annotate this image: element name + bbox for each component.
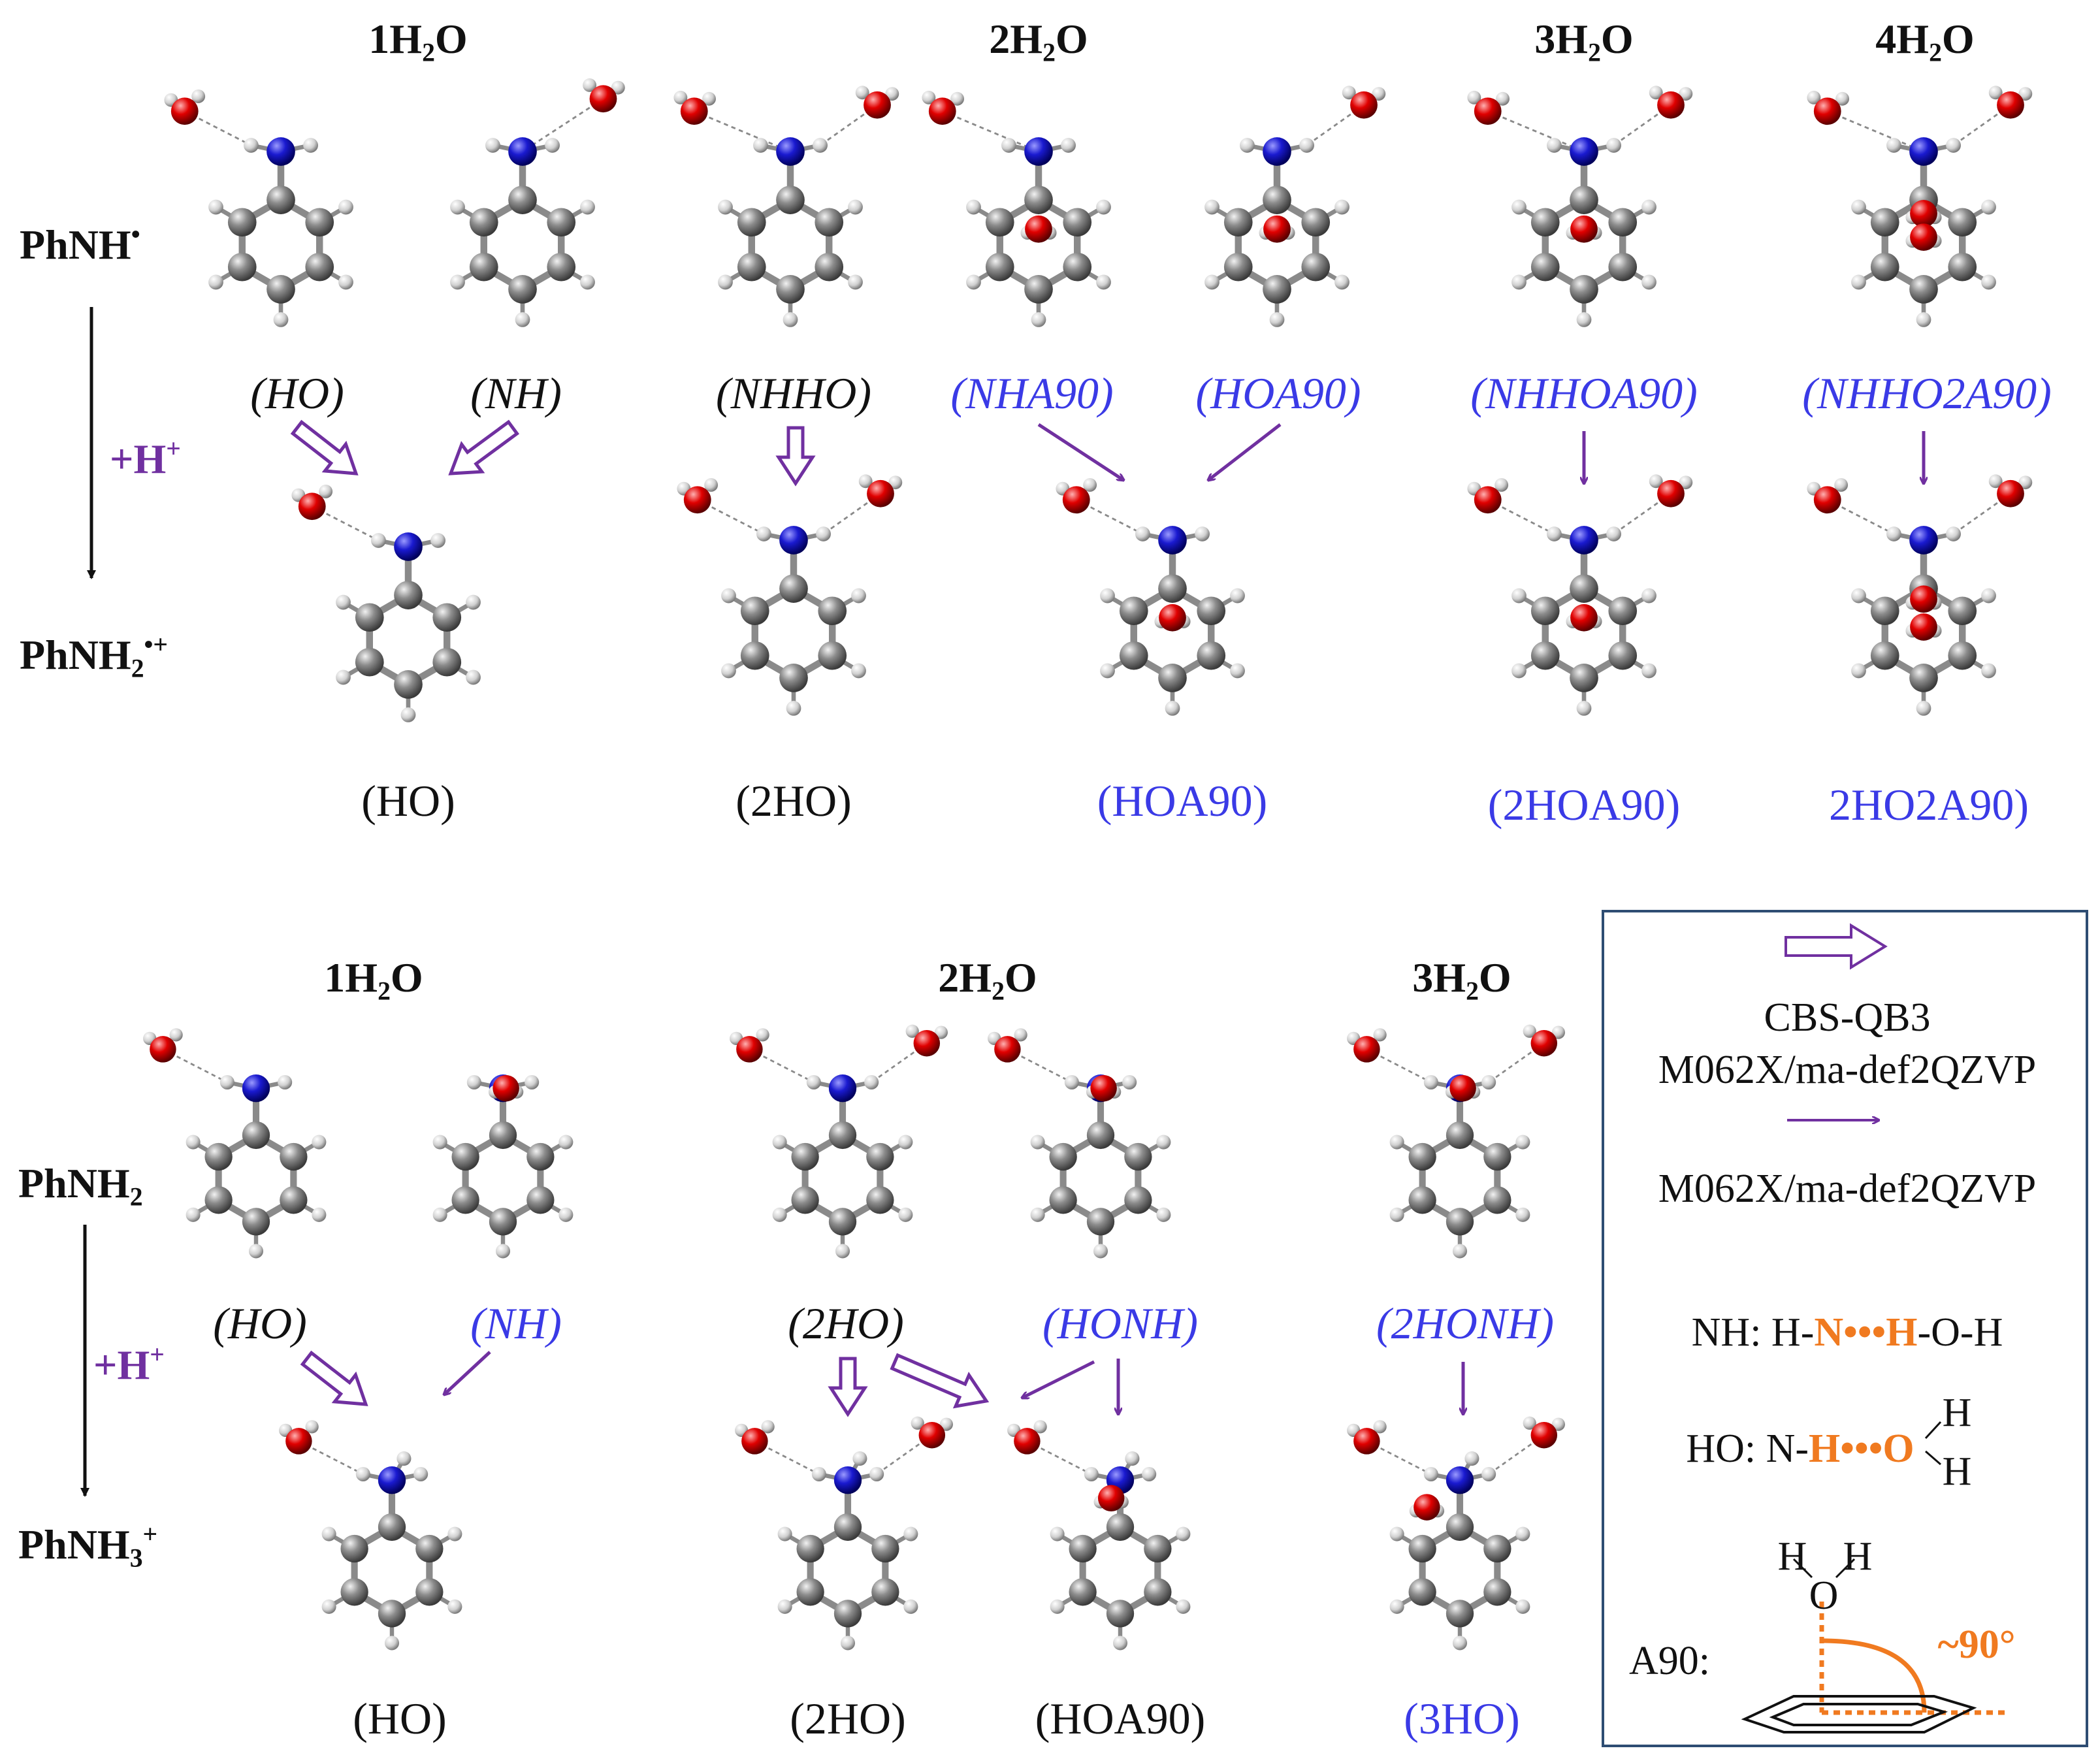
mol-top-product-hoa90 (1056, 478, 1245, 716)
top-proton-label: +H+ (110, 434, 181, 482)
top-label-ho: (HO) (250, 368, 344, 418)
mol-top-2h2o-nhho (673, 86, 899, 327)
legend-method-cbs: CBS-QB3 (1764, 995, 1931, 1040)
top-label-nh: (NH) (470, 368, 562, 418)
top-result-hoa90: (HOA90) (1097, 776, 1268, 826)
bottom-header-1h2o: 1H2O (324, 954, 423, 1006)
bottom-proton-label: +H+ (93, 1340, 165, 1388)
legend-box: CBS-QB3 M062X/ma-def2QZVP M062X/ma-def2Q… (1602, 910, 2088, 1747)
mol-top-product-ho (291, 485, 481, 722)
legend-nh-definition: NH: H-N•••H-O-H (1691, 1310, 2003, 1355)
mol-bottom-product-ho (279, 1420, 462, 1651)
top-result-2ho: (2HO) (735, 776, 852, 826)
mol-top-4h2o-nhho2a90 (1807, 86, 2033, 327)
bottom-label-ho: (HO) (213, 1298, 307, 1348)
top-header-2h2o: 2H2O (989, 16, 1088, 67)
legend-graphics (1741, 923, 2009, 1733)
mol-top-product-2hoa90 (1467, 474, 1693, 716)
arrow-top-ho-to-product (290, 419, 359, 476)
bottom-result-hoa90: (HOA90) (1035, 1694, 1206, 1743)
arrow-top-nha90-to-product (1037, 423, 1123, 480)
top-result-2ho2a90: 2HO2A90) (1829, 780, 2029, 830)
mol-top-2h2o-hoa90 (1204, 86, 1386, 327)
mol-top-3h2o-nhhoa90 (1467, 86, 1693, 327)
legend-method-m062x-hollow: M062X/ma-def2QZVP (1658, 1048, 2037, 1092)
top-result-ho: (HO) (361, 776, 455, 826)
legend-a90-label: A90: (1629, 1639, 1710, 1683)
top-label-nha90: (NHA90) (950, 368, 1114, 418)
top-header-3h2o: 3H2O (1534, 16, 1634, 67)
bottom-reactant-label: PhNH2 (18, 1160, 143, 1212)
legend-a90-angle: ~90° (1937, 1622, 2016, 1667)
mol-bottom-product-2ho (735, 1416, 953, 1651)
legend-ho-water-h2: H (1942, 1449, 1972, 1494)
top-header-1h2o: 1H2O (368, 16, 468, 67)
bottom-header-3h2o: 3H2O (1412, 954, 1511, 1006)
mol-bottom-2h2o-2ho (730, 1024, 948, 1259)
arrow-bottom-nh-to-product (444, 1351, 491, 1394)
mol-bottom-3h2o-2honh (1347, 1024, 1565, 1259)
mol-top-2h2o-nha90 (922, 90, 1111, 327)
arrow-top-nhho-to-product (775, 426, 816, 487)
top-reactant-label: PhNH• (20, 220, 140, 268)
arrow-bottom-honh-to-2ho (1022, 1360, 1095, 1398)
top-label-nhhoa90: (NHHOA90) (1470, 368, 1698, 418)
bottom-result-3ho: (3HO) (1404, 1694, 1520, 1743)
legend-ho-water-h1: H (1942, 1391, 1972, 1435)
bottom-result-2ho: (2HO) (790, 1694, 906, 1743)
mol-bottom-2h2o-honh (988, 1028, 1171, 1259)
arrow-bottom-2ho-down (828, 1357, 868, 1417)
bottom-label-nh: (NH) (470, 1298, 562, 1348)
bottom-label-2ho: (2HO) (788, 1298, 904, 1348)
legend-a90-o: O (1809, 1573, 1839, 1618)
a90-oh-bond-right (1835, 1558, 1856, 1579)
bottom-header-2h2o: 2H2O (938, 954, 1037, 1006)
legend-method-m062x-thin: M062X/ma-def2QZVP (1658, 1167, 2037, 1211)
mol-bottom-1h2o-nh (432, 1074, 573, 1259)
arrow-bottom-2ho-to-hoa90 (890, 1353, 990, 1409)
top-product-label: PhNH2•+ (20, 630, 169, 683)
top-header-4h2o: 4H2O (1875, 16, 1975, 67)
top-label-nhho: (NHHO) (716, 368, 871, 418)
bottom-product-label: PhNH3+ (18, 1520, 158, 1573)
bottom-result-ho: (HO) (353, 1694, 447, 1743)
mol-bottom-product-hoa90 (1007, 1420, 1191, 1651)
legend-a90-h2: H (1843, 1534, 1873, 1579)
mol-bottom-1h2o-ho (143, 1028, 327, 1259)
legend-ho-definition: HO: N-H•••O (1686, 1427, 1914, 1471)
bottom-label-honh: (HONH) (1042, 1298, 1198, 1348)
legend-hollow-arrow-icon (1785, 923, 1888, 970)
bottom-label-2honh: (2HONH) (1376, 1298, 1554, 1348)
mol-top-1h2o-nh (450, 78, 625, 327)
top-label-nhho2a90: (NHHO2A90) (1802, 368, 2052, 418)
mol-bottom-product-3ho (1347, 1416, 1565, 1651)
arrow-bottom-ho-to-product (300, 1350, 368, 1406)
mol-top-product-2ho2a90 (1807, 474, 2033, 716)
legend-a90-h1: H (1777, 1534, 1807, 1579)
a90-benzene-ring-icon (1741, 1695, 1977, 1733)
a90-oh-bond-left (1792, 1558, 1813, 1579)
arrow-top-hoa90-to-product (1208, 423, 1282, 480)
top-result-2hoa90: (2HOA90) (1487, 780, 1681, 830)
mol-top-1h2o-ho (164, 89, 353, 327)
mol-top-product-2ho (677, 474, 903, 716)
top-label-hoa90: (HOA90) (1195, 368, 1361, 418)
a90-angle-arc (1821, 1638, 1927, 1713)
arrow-top-nh-to-product (448, 419, 520, 476)
